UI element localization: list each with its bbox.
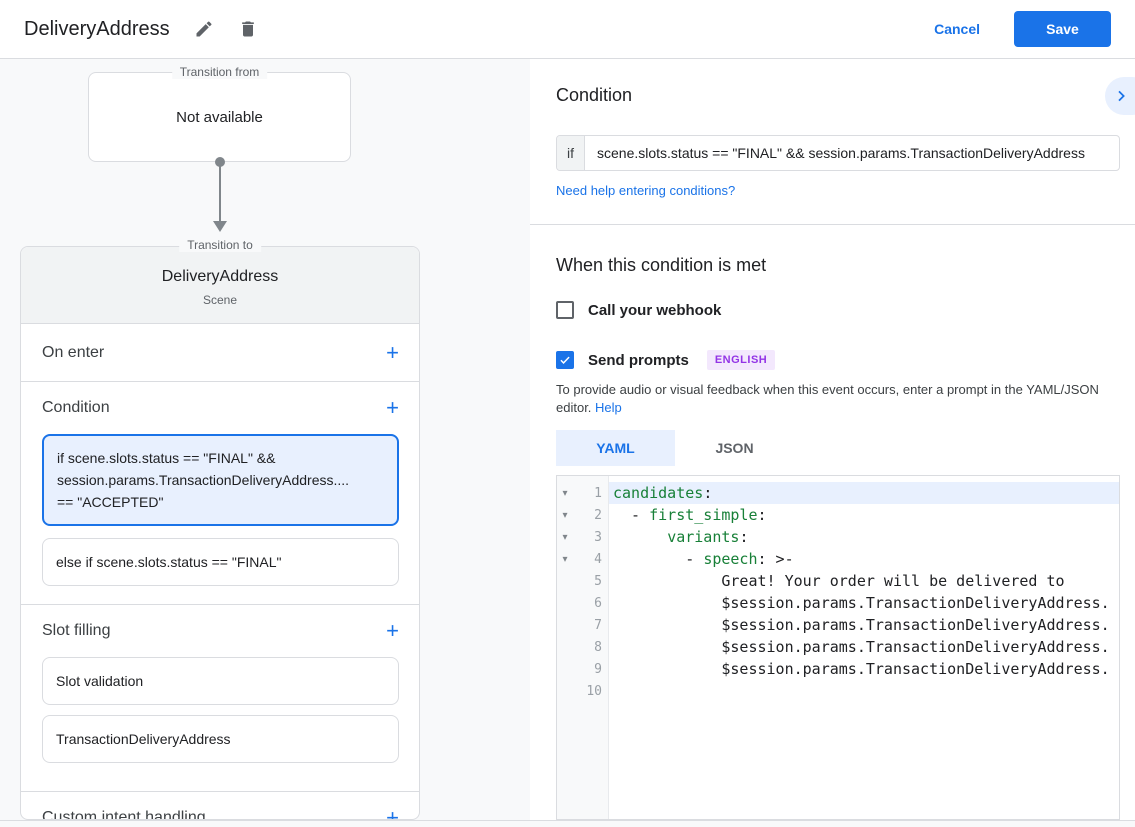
language-badge: ENGLISH: [706, 350, 776, 370]
line-number: 4: [594, 551, 602, 567]
connector-line: [219, 163, 221, 223]
transition-from-box: Transition from Not available: [88, 65, 351, 162]
cancel-button[interactable]: Cancel: [934, 21, 980, 37]
fold-arrow-icon[interactable]: ▾: [562, 531, 568, 543]
section-custom-intent: Custom intent handling +: [21, 792, 419, 820]
section-on-enter: On enter +: [21, 324, 419, 382]
conditions-help-link[interactable]: Need help entering conditions?: [556, 183, 736, 198]
prompts-row: Send prompts ENGLISH: [556, 350, 776, 370]
condition-panel-title: Condition: [556, 85, 633, 105]
code-text: $session.params.TransactionDeliveryAddre…: [613, 594, 1110, 612]
line-number: 3: [594, 529, 602, 545]
chevron-right-icon: [1118, 90, 1125, 102]
condition-detail-panel: Condition if scene.slots.status == "FINA…: [530, 59, 1135, 820]
call-webhook-label: Call your webhook: [588, 301, 722, 319]
code-text: Great! Your order will be delivered to: [613, 572, 1065, 590]
app-header: DeliveryAddress Cancel Save: [0, 0, 1135, 59]
save-button[interactable]: Save: [1014, 11, 1111, 47]
scene-card-header: DeliveryAddress Scene: [21, 247, 419, 324]
condition-expression-field: if scene.slots.status == "FINAL" && sess…: [556, 135, 1120, 171]
yaml-code-editor[interactable]: ▾ 1 candidates: ▾ 2 - first_simple: ▾ 3 varian…: [556, 475, 1120, 820]
editor-gutter: [557, 476, 609, 819]
slot-filling-title: Slot filling: [42, 622, 111, 639]
code-line[interactable]: ▾ 2 - first_simple:: [557, 504, 1119, 526]
condition-section-title: Condition: [42, 399, 110, 416]
code-text: [609, 680, 1119, 702]
line-number: 5: [594, 573, 602, 589]
code-text: $session.params.TransactionDeliveryAddre…: [613, 616, 1110, 634]
fold-arrow-icon[interactable]: ▾: [562, 487, 568, 499]
code-line[interactable]: 8 $session.params.TransactionDeliveryAdd…: [557, 636, 1119, 658]
tab-yaml[interactable]: YAML: [556, 430, 675, 466]
code-line[interactable]: 7 $session.params.TransactionDeliveryAdd…: [557, 614, 1119, 636]
scene-name: DeliveryAddress: [161, 268, 279, 285]
connector-arrowhead-icon: [213, 221, 227, 232]
line-number: 10: [586, 683, 602, 699]
code-lines: ▾ 1 candidates: ▾ 2 - first_simple: ▾ 3 varian…: [557, 482, 1119, 702]
section-condition: Condition + if scene.slots.status == "FI…: [21, 382, 419, 605]
code-text: variants:: [667, 528, 749, 546]
connector-dot: [215, 157, 225, 167]
help-link[interactable]: Help: [595, 400, 622, 415]
send-prompts-checkbox[interactable]: [556, 351, 574, 369]
line-number: 8: [594, 639, 602, 655]
fold-arrow-icon[interactable]: ▾: [562, 509, 568, 521]
code-line[interactable]: 9 $session.params.TransactionDeliveryAdd…: [557, 658, 1119, 680]
section-slot-filling: Slot filling + Slot validation Transacti…: [21, 605, 419, 792]
line-number: 7: [594, 617, 602, 633]
scene-type: Scene: [202, 293, 238, 307]
code-text: - first_simple:: [613, 506, 767, 524]
code-line[interactable]: 6 $session.params.TransactionDeliveryAdd…: [557, 592, 1119, 614]
code-text: candidates:: [609, 482, 1119, 504]
transition-from-label: Transition from: [171, 65, 268, 79]
slot-validation-card[interactable]: Slot validation: [42, 657, 399, 705]
transition-from-value: Not available: [176, 109, 263, 126]
code-line[interactable]: ▾ 3 variants:: [557, 526, 1119, 548]
edit-pencil-icon[interactable]: [194, 19, 214, 39]
condition-card-else[interactable]: else if scene.slots.status == "FINAL": [42, 538, 399, 586]
if-prefix-label: if: [557, 136, 585, 170]
on-enter-title: On enter: [42, 343, 105, 361]
condition-card-selected[interactable]: if scene.slots.status == "FINAL" && sess…: [42, 434, 399, 526]
add-condition-button[interactable]: +: [386, 395, 399, 420]
slot-transaction-card[interactable]: TransactionDeliveryAddress: [42, 715, 399, 763]
fold-arrow-icon[interactable]: ▾: [562, 553, 568, 565]
when-condition-title: When this condition is met: [556, 255, 767, 275]
condition-expression-input[interactable]: scene.slots.status == "FINAL" && session…: [597, 145, 1085, 161]
editor-tabs: YAML JSON: [556, 430, 794, 466]
code-text: - speech: >-: [613, 550, 794, 568]
transition-to-card: Transition to DeliveryAddress Scene On e…: [20, 238, 420, 820]
code-line[interactable]: 10: [557, 680, 1119, 702]
line-number: 1: [594, 485, 602, 501]
send-prompts-label: Send prompts: [588, 351, 689, 369]
code-text: $session.params.TransactionDeliveryAddre…: [613, 660, 1110, 678]
tab-json[interactable]: JSON: [715, 440, 754, 456]
code-line[interactable]: ▾ 4 - speech: >-: [557, 548, 1119, 570]
line-number: 2: [594, 507, 602, 523]
line-number: 6: [594, 595, 602, 611]
page-title: DeliveryAddress: [24, 17, 170, 40]
collapse-panel-button[interactable]: [1105, 77, 1135, 115]
line-number: 9: [594, 661, 602, 677]
custom-intent-title: Custom intent handling: [42, 809, 206, 820]
page-bottom-edge: [0, 820, 1135, 827]
prompt-hint-text: To provide audio or visual feedback when…: [556, 382, 1099, 415]
panel-divider: [530, 224, 1135, 225]
code-line[interactable]: 5 Great! Your order will be delivered to: [557, 570, 1119, 592]
code-text: $session.params.TransactionDeliveryAddre…: [613, 638, 1110, 656]
call-webhook-checkbox[interactable]: [556, 301, 574, 319]
transition-to-label: Transition to: [179, 238, 261, 252]
add-custom-intent-button[interactable]: +: [386, 805, 399, 820]
scene-card: DeliveryAddress Scene On enter + Conditi…: [20, 246, 420, 820]
webhook-row: Call your webhook: [556, 301, 721, 319]
scene-flow-canvas: Transition from Not available Transition…: [0, 59, 530, 820]
code-line[interactable]: ▾ 1 candidates:: [557, 482, 1119, 504]
checkmark-icon: [560, 356, 570, 364]
add-on-enter-button[interactable]: +: [386, 339, 399, 365]
delete-trash-icon[interactable]: [238, 19, 258, 39]
add-slot-button[interactable]: +: [386, 618, 399, 643]
